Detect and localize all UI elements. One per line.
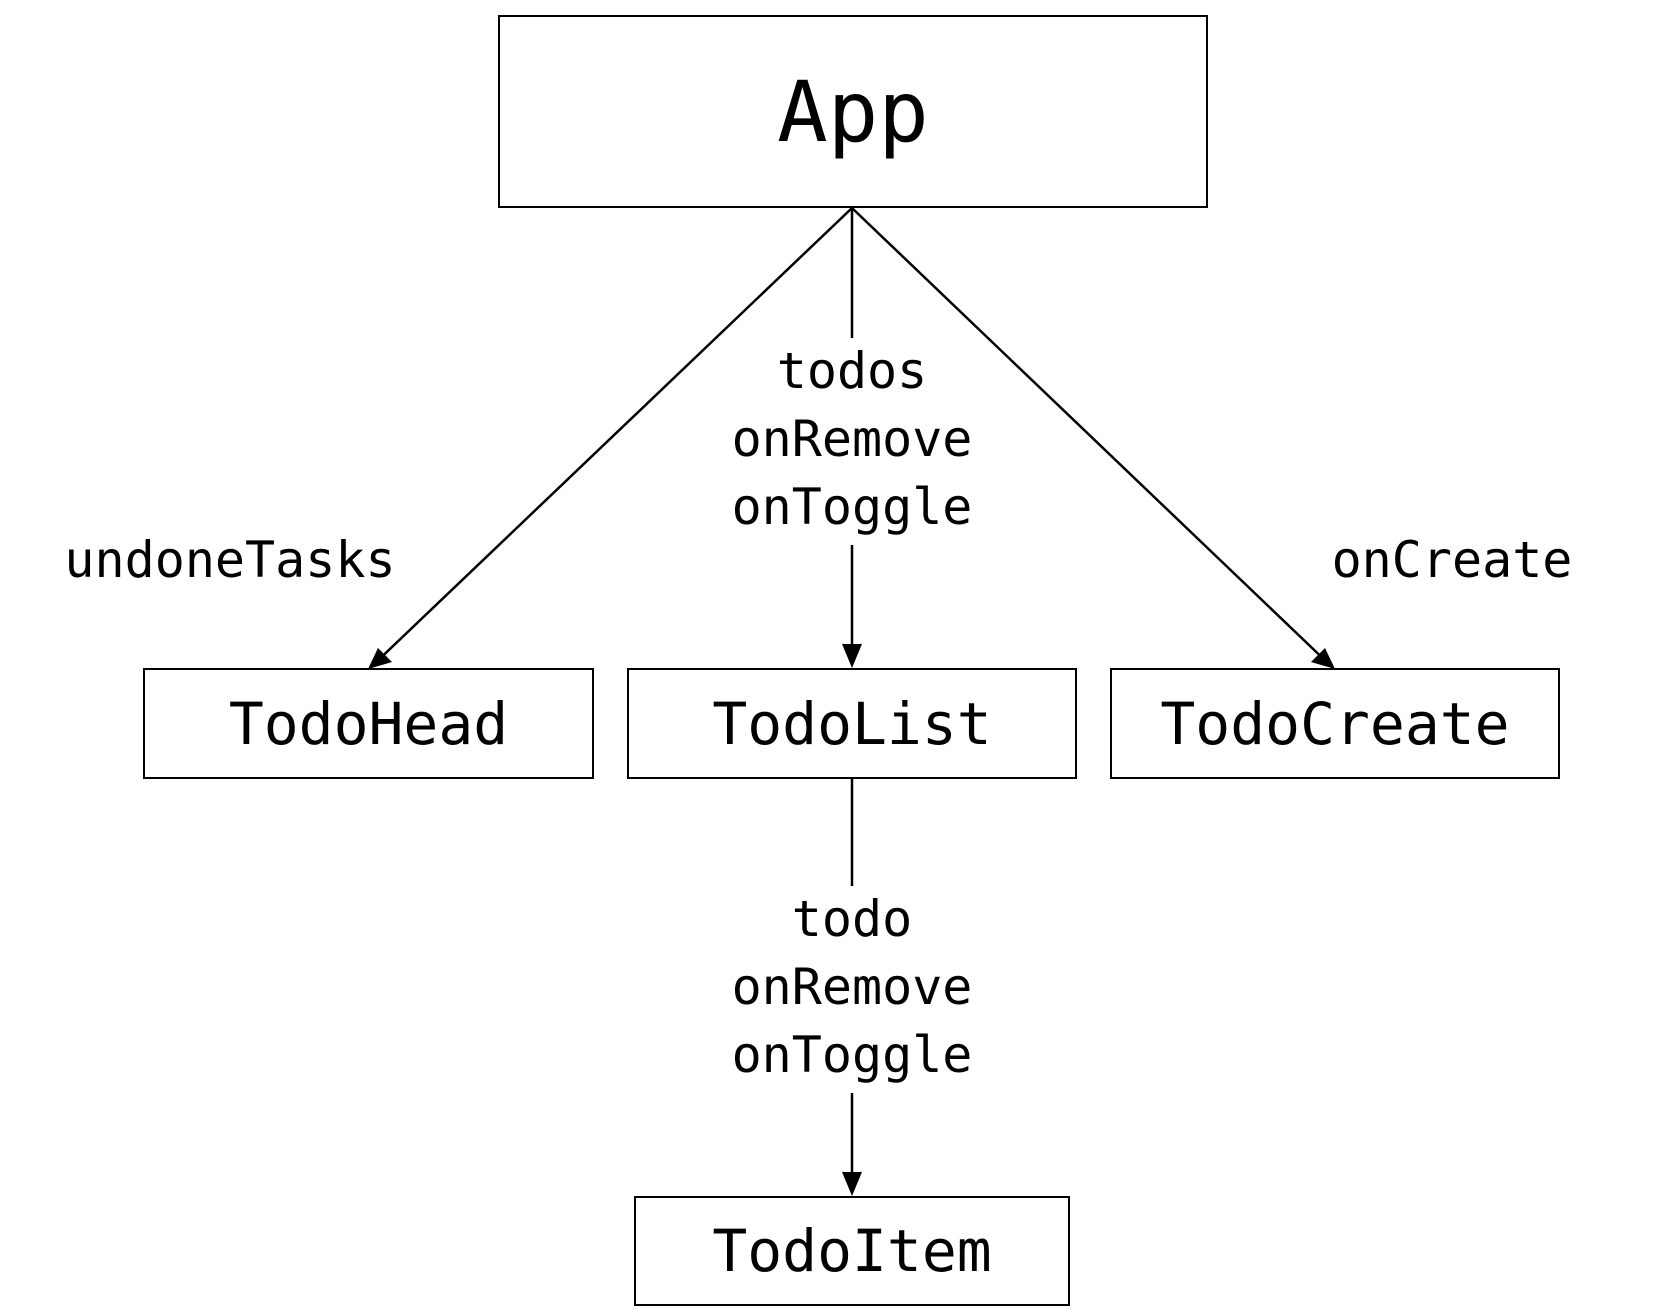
prop-todos: todos bbox=[776, 342, 928, 400]
prop-ontoggle-item: onToggle bbox=[731, 1026, 973, 1084]
arrowhead-todocreate bbox=[1311, 648, 1335, 669]
node-todoitem-label: TodoItem bbox=[712, 1217, 992, 1285]
node-todocreate: TodoCreate bbox=[1110, 668, 1560, 779]
node-todocreate-label: TodoCreate bbox=[1160, 689, 1510, 758]
edge-app-to-todohead bbox=[369, 207, 853, 669]
prop-oncreate: onCreate bbox=[1331, 531, 1573, 589]
prop-undonetasks: undoneTasks bbox=[64, 531, 396, 589]
prop-onremove-item: onRemove bbox=[731, 958, 973, 1016]
node-todolist: TodoList bbox=[627, 668, 1077, 779]
node-app-label: App bbox=[777, 62, 929, 161]
prop-ontoggle: onToggle bbox=[731, 478, 973, 536]
prop-todo: todo bbox=[791, 890, 913, 948]
arrowhead-todohead bbox=[368, 648, 392, 669]
node-todohead: TodoHead bbox=[143, 668, 594, 779]
edge-label-todoitem-props: todo onRemove onToggle bbox=[692, 885, 1012, 1089]
node-todolist-label: TodoList bbox=[712, 689, 992, 758]
edge-label-oncreate: onCreate bbox=[1302, 526, 1602, 594]
node-app: App bbox=[498, 15, 1208, 208]
arrowhead-todoitem bbox=[842, 1172, 862, 1196]
arrowhead-todolist bbox=[842, 644, 862, 668]
prop-onremove: onRemove bbox=[731, 410, 973, 468]
node-todohead-label: TodoHead bbox=[228, 689, 509, 758]
edge-label-undonetasks: undoneTasks bbox=[40, 526, 420, 594]
edge-app-to-todocreate bbox=[851, 207, 1334, 669]
node-todoitem: TodoItem bbox=[634, 1196, 1070, 1306]
edge-label-todolist-props: todos onRemove onToggle bbox=[692, 337, 1012, 541]
